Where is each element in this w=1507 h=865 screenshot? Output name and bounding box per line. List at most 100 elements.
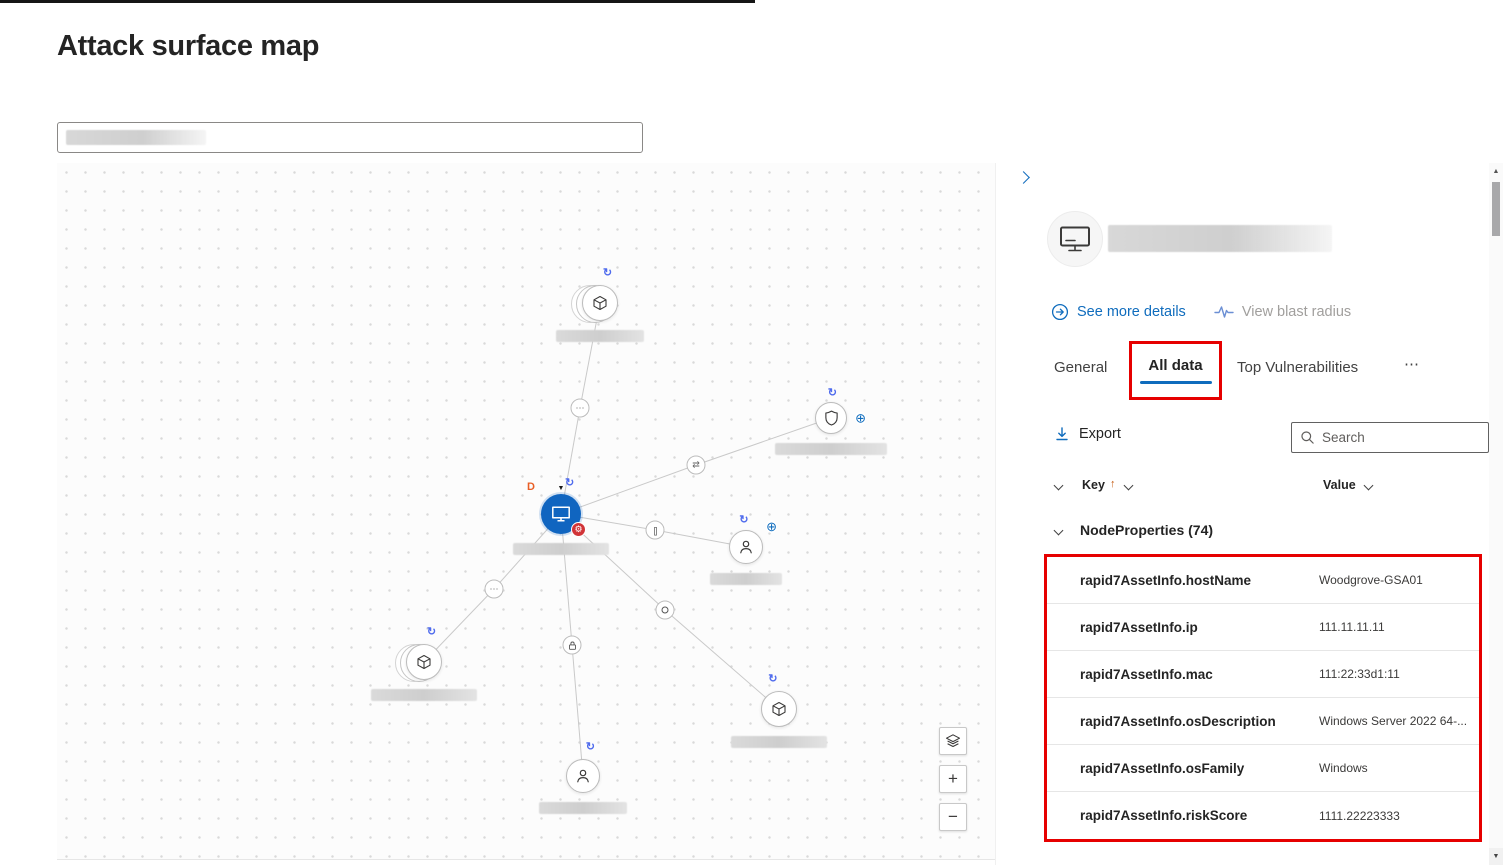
graph-canvas[interactable]: ↻ ⋯ ↻ ⊕ ⇄ D ↻ ▼ ⚙ [] xyxy=(57,163,995,860)
property-key: rapid7AssetInfo.riskScore xyxy=(1080,808,1248,823)
collapse-panel-chevron-icon[interactable] xyxy=(1018,171,1032,185)
key-column-header[interactable]: Key xyxy=(1082,478,1105,492)
value-menu-chevron-icon[interactable] xyxy=(1364,482,1373,491)
scroll-up-arrow-icon[interactable]: ▲ xyxy=(1492,168,1500,175)
expand-plus-icon[interactable]: ⊕ xyxy=(766,519,777,534)
selected-tab-underline xyxy=(1139,381,1212,384)
map-search-box[interactable] xyxy=(57,122,643,153)
view-blast-radius-link[interactable]: View blast radius xyxy=(1214,304,1351,320)
zoom-out-button[interactable]: − xyxy=(939,803,967,831)
shield-icon xyxy=(824,410,838,426)
sync-swirl-icon: ↻ xyxy=(739,514,749,526)
property-row[interactable]: rapid7AssetInfo.mac 111:22:33d1:11 xyxy=(1047,651,1479,698)
details-panel: See more details View blast radius Gener… xyxy=(995,163,1489,865)
graph-edges xyxy=(423,302,832,777)
graph-connector-credential[interactable] xyxy=(562,635,582,655)
sync-swirl-icon: ↻ xyxy=(585,741,595,753)
property-value: 111:22:33d1:11 xyxy=(1319,667,1400,681)
property-row[interactable]: rapid7AssetInfo.osFamily Windows xyxy=(1047,745,1479,792)
node-label-redacted xyxy=(513,543,609,555)
properties-search-input[interactable] xyxy=(1322,430,1480,445)
cube-icon xyxy=(593,295,607,311)
graph-connector-more[interactable]: ⋯ xyxy=(484,579,504,599)
tab-general[interactable]: General xyxy=(1054,359,1108,376)
properties-column-headers: Key ↑ Value xyxy=(996,478,1489,500)
ellipsis-icon: ⋯ xyxy=(484,579,504,599)
device-title-redacted xyxy=(1108,225,1332,252)
blast-radius-pulse-icon xyxy=(1214,306,1234,318)
page-title: Attack surface map xyxy=(57,30,320,62)
tabs-overflow-button[interactable]: ⋯ xyxy=(1404,356,1420,373)
redacted-search-value xyxy=(66,130,206,145)
graph-node-security-group[interactable]: ↻ ⊕ xyxy=(775,388,887,455)
export-label: Export xyxy=(1079,426,1121,442)
node-label-redacted xyxy=(371,689,477,701)
scrollbar-thumb[interactable] xyxy=(1492,182,1500,236)
layers-button[interactable] xyxy=(939,727,967,755)
person-icon xyxy=(577,769,589,783)
key-menu-chevron-icon[interactable] xyxy=(1124,482,1133,491)
monitor-icon xyxy=(552,506,570,522)
property-value: Woodgrove-GSA01 xyxy=(1319,573,1423,587)
property-row[interactable]: rapid7AssetInfo.osDescription Windows Se… xyxy=(1047,698,1479,745)
node-label-redacted xyxy=(710,573,782,585)
graph-node-asset-bottom-right[interactable]: ↻ xyxy=(731,674,827,748)
property-value: Windows Server 2022 64-... xyxy=(1319,714,1468,728)
zoom-in-button[interactable]: + xyxy=(939,765,967,793)
cube-icon xyxy=(417,654,431,670)
export-button[interactable]: Export xyxy=(1054,426,1121,442)
search-icon xyxy=(1301,431,1314,444)
canvas-controls: + − xyxy=(939,727,967,831)
monitor-icon xyxy=(1060,226,1090,252)
circle-arrow-icon xyxy=(1051,303,1069,321)
value-column-header[interactable]: Value xyxy=(1323,478,1356,492)
graph-node-asset-group-left[interactable]: ↻ xyxy=(371,627,477,701)
sync-swirl-icon: ↻ xyxy=(426,626,437,638)
property-key: rapid7AssetInfo.osDescription xyxy=(1080,713,1276,729)
properties-rows-annotation-box: rapid7AssetInfo.hostName Woodgrove-GSA01… xyxy=(1044,554,1482,842)
tab-top-vulnerabilities[interactable]: Top Vulnerabilities xyxy=(1237,359,1359,376)
scroll-down-arrow-icon[interactable]: ▼ xyxy=(1489,848,1503,865)
window-top-edge xyxy=(0,0,755,3)
property-value: Windows xyxy=(1319,761,1368,775)
swap-arrows-icon: ⇄ xyxy=(686,455,706,475)
graph-connector-reference[interactable]: [] xyxy=(645,520,665,540)
sort-ascending-icon: ↑ xyxy=(1110,478,1116,490)
graph-connector-process[interactable] xyxy=(655,600,675,620)
vertical-scrollbar[interactable]: ▲ ▼ xyxy=(1489,163,1503,865)
graph-node-user-bottom[interactable]: ↻ xyxy=(539,742,627,814)
sync-swirl-icon: ↻ xyxy=(827,387,838,399)
node-label-redacted xyxy=(539,802,627,814)
device-avatar xyxy=(1047,211,1103,267)
person-icon xyxy=(740,540,752,554)
property-value: 1111.22223333 xyxy=(1319,808,1400,823)
graph-node-user-right[interactable]: ↻ ⊕ xyxy=(710,515,782,585)
graph-connector-more[interactable]: ⋯ xyxy=(570,398,590,418)
node-label-redacted xyxy=(556,330,644,342)
lock-icon xyxy=(568,641,576,650)
graph-node-asset-group-top[interactable]: ↻ xyxy=(556,268,644,342)
node-properties-section-header[interactable]: NodeProperties (74) xyxy=(996,521,1489,545)
rapid7-badge-icon: D xyxy=(527,481,535,493)
property-row[interactable]: rapid7AssetInfo.riskScore 1111.22223333 xyxy=(1047,792,1479,839)
all-data-annotation-box: All data xyxy=(1129,341,1222,400)
ellipsis-icon: ⋯ xyxy=(570,398,590,418)
panel-command-bar: See more details View blast radius xyxy=(1051,303,1351,321)
tab-all-data[interactable]: All data xyxy=(1148,357,1203,374)
expand-plus-icon[interactable]: ⊕ xyxy=(855,410,866,426)
properties-search-box[interactable] xyxy=(1291,422,1489,453)
property-row[interactable]: rapid7AssetInfo.hostName Woodgrove-GSA01 xyxy=(1047,557,1479,604)
graph-connector-relationship[interactable]: ⇄ xyxy=(686,455,706,475)
property-key: rapid7AssetInfo.mac xyxy=(1080,666,1213,682)
sync-swirl-icon: ↻ xyxy=(565,477,575,489)
expand-all-chevron-icon[interactable] xyxy=(1054,482,1063,491)
view-blast-radius-label: View blast radius xyxy=(1241,304,1352,320)
critical-gear-badge-icon: ⚙ xyxy=(571,522,586,537)
sync-swirl-icon: ↻ xyxy=(768,673,778,685)
property-row[interactable]: rapid7AssetInfo.ip 111.11.11.11 xyxy=(1047,604,1479,651)
see-more-details-link[interactable]: See more details xyxy=(1051,303,1186,321)
property-key: rapid7AssetInfo.osFamily xyxy=(1080,760,1245,776)
download-icon xyxy=(1056,427,1068,441)
graph-node-selected-device[interactable]: D ↻ ▼ ⚙ xyxy=(513,478,609,555)
